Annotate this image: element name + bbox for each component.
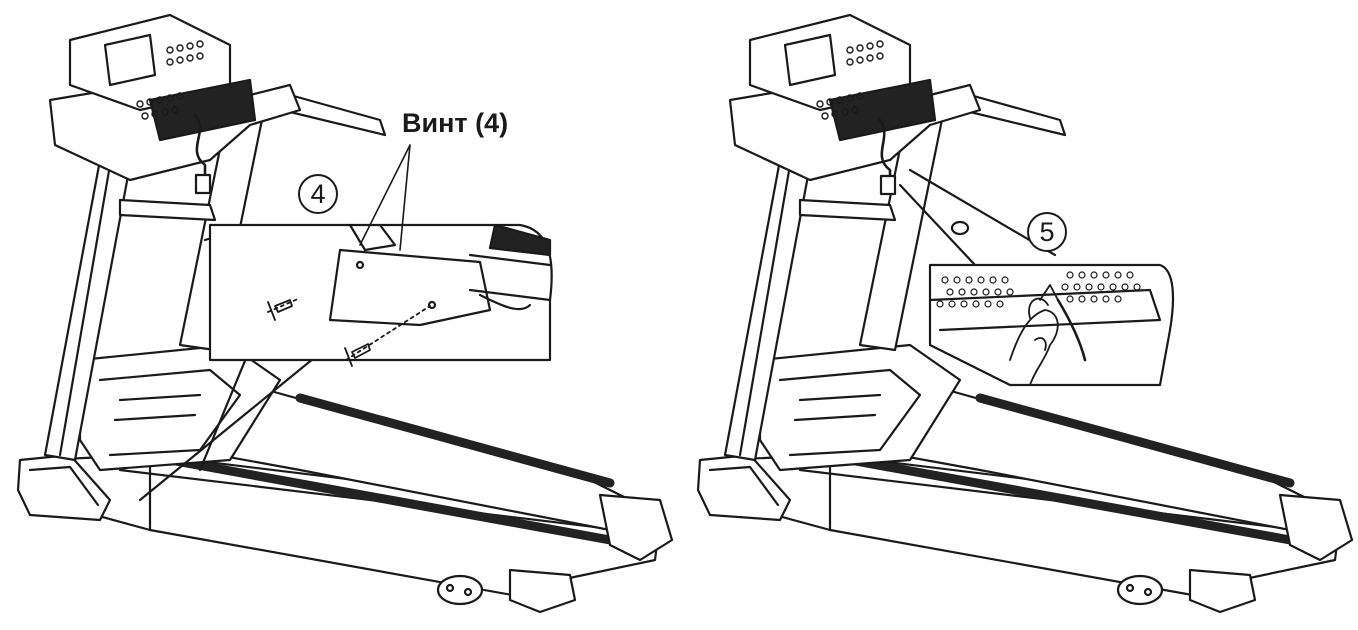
treadmill-left — [16, 13, 674, 614]
step-number-4: 4 — [298, 174, 338, 214]
screw-icon — [267, 297, 431, 367]
hand-icon — [1009, 284, 1087, 386]
screw-label: Винт (4) — [402, 108, 509, 138]
console-screen-right — [783, 33, 837, 87]
console-screen-left — [103, 33, 157, 87]
speaker-grille — [936, 271, 1141, 308]
treadmill-right — [696, 13, 1354, 614]
step-number-5: 5 — [1027, 212, 1067, 252]
